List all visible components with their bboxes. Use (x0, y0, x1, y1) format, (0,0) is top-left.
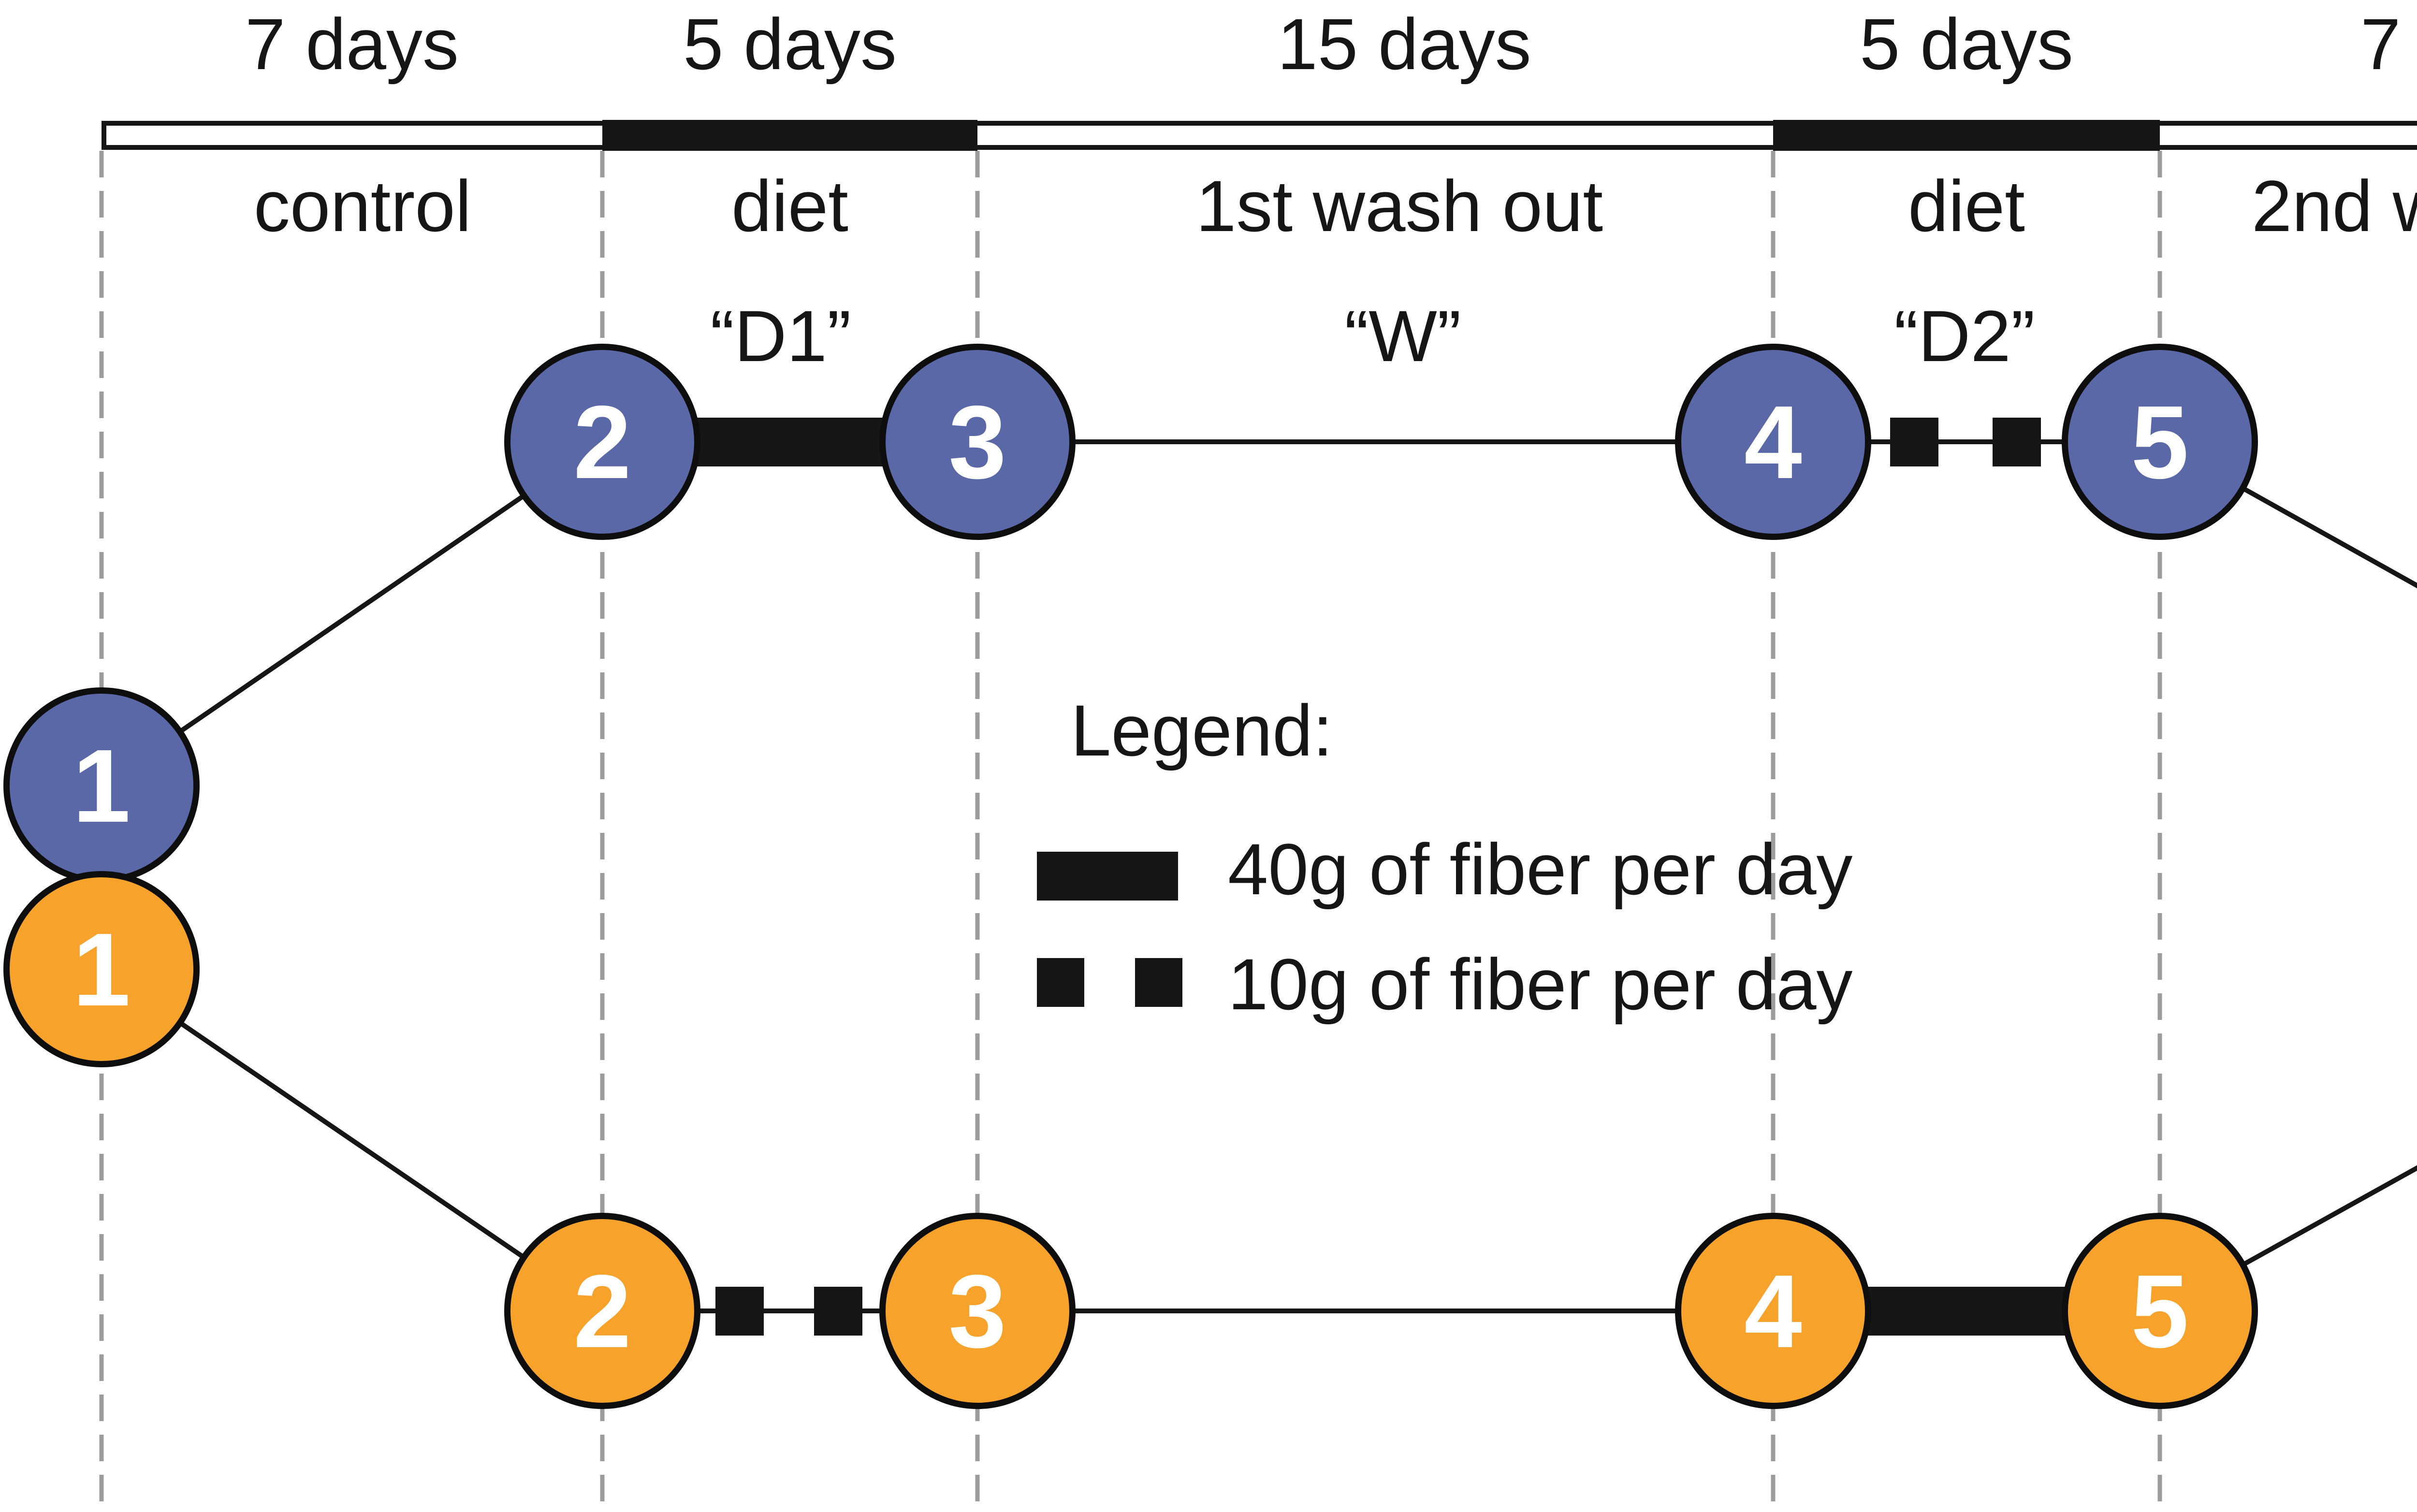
fiber-10g-square-orange-b (814, 1287, 862, 1336)
legend-10g-label: 10g of fiber per day (1228, 944, 1853, 1025)
legend-10g-square-icon-a (1037, 958, 1084, 1007)
phase-label-washout2: 2nd wash out (2251, 165, 2417, 247)
duration-label-2: 5 days (683, 3, 897, 85)
node-orange-5-number: 5 (2131, 1252, 2189, 1369)
node-blue-4: 4 (1675, 344, 1871, 540)
phase-label-diet1: diet (731, 165, 848, 247)
connector-lines (100, 439, 2417, 1313)
legend-10g-square-icon-b (1135, 958, 1182, 1007)
connector-orange-5-6 (2158, 1165, 2417, 1313)
period-code-d2: “D2” (1894, 295, 2035, 377)
connector-blue-5-6 (2158, 439, 2417, 589)
duration-label-5: 7 days (2360, 3, 2417, 85)
timeline-diet1-segment (602, 120, 977, 151)
phase-label-washout1: 1st wash out (1195, 165, 1603, 247)
node-blue-4-number: 4 (1744, 383, 1802, 500)
node-blue-2: 2 (504, 344, 700, 540)
connector-orange-1-2 (100, 967, 604, 1313)
phase-label-control: control (253, 165, 472, 247)
node-blue-3-number: 3 (948, 383, 1006, 500)
legend-title: Legend: (1071, 690, 1333, 771)
node-blue-1-number: 1 (73, 727, 131, 844)
node-blue-5: 5 (2062, 344, 2258, 540)
fiber-10g-square-blue-a (1890, 418, 1938, 466)
phase-label-diet2: diet (1908, 165, 2025, 247)
node-orange-2: 2 (504, 1213, 700, 1409)
node-orange-3: 3 (879, 1213, 1076, 1409)
node-orange-2-number: 2 (573, 1252, 631, 1369)
node-orange-1: 1 (3, 871, 200, 1067)
node-blue-3: 3 (879, 344, 1076, 540)
duration-label-4: 5 days (1860, 3, 2073, 85)
timeline-diet2-segment (1773, 120, 2160, 151)
fiber-10g-square-blue-b (1993, 418, 2041, 466)
node-orange-4: 4 (1675, 1213, 1871, 1409)
period-code-d1: “D1” (710, 295, 851, 377)
node-orange-3-number: 3 (948, 1252, 1006, 1369)
node-blue-2-number: 2 (573, 383, 631, 500)
fiber-10g-segments (715, 418, 2041, 1336)
duration-label-3: 15 days (1277, 3, 1531, 85)
legend-40g-solid-bar-icon (1037, 852, 1178, 901)
duration-label-1: 7 days (245, 3, 459, 85)
fiber-10g-square-orange-a (715, 1287, 764, 1336)
period-code-w: “W” (1344, 295, 1461, 377)
node-orange-5: 5 (2062, 1213, 2258, 1409)
connector-blue-1-2 (100, 439, 604, 788)
node-blue-5-number: 5 (2131, 383, 2189, 500)
node-orange-1-number: 1 (73, 911, 131, 1028)
legend-40g-label: 40g of fiber per day (1228, 829, 1853, 910)
node-blue-1: 1 (3, 687, 200, 884)
node-orange-4-number: 4 (1744, 1252, 1802, 1369)
